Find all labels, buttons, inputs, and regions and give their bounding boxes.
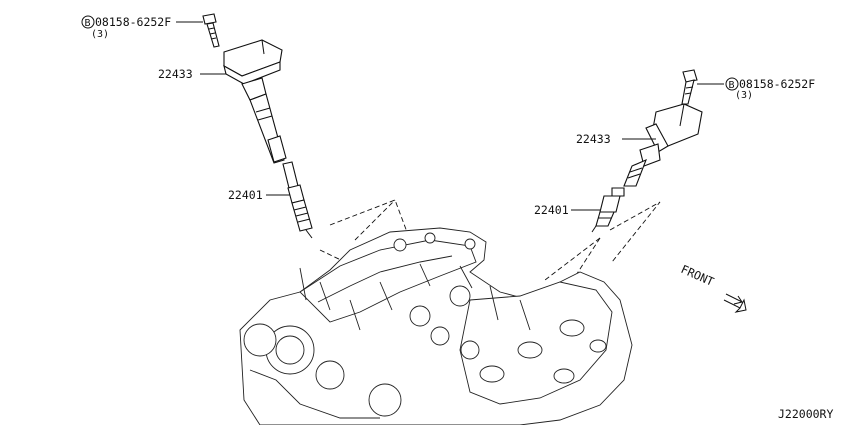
front-indicator: FRONT (679, 262, 747, 313)
plug-right-part-number[interactable]: 22401 (534, 203, 569, 217)
front-label: FRONT (679, 262, 716, 289)
circled-b-icon (81, 15, 95, 29)
callout-bolt-left[interactable]: B 08158-6252F (3) (81, 15, 171, 40)
bolt-left-prefix: B (85, 18, 91, 29)
bolt-right-quantity: (3) (735, 90, 753, 101)
plug-left-part-number[interactable]: 22401 (228, 188, 263, 202)
front-arrow-icon (725, 293, 744, 305)
bolt-right-part-number: 08158-6252F (739, 77, 815, 91)
coil-left-part-number[interactable]: 22433 (158, 67, 193, 81)
bolt-right[interactable] (681, 69, 698, 105)
coil-right-part-number[interactable]: 22433 (576, 132, 611, 146)
bolt-left-quantity: (3) (91, 29, 109, 40)
ignition-coil-left[interactable] (223, 39, 287, 164)
bolt-right-prefix: B (729, 80, 735, 91)
circled-b-icon (725, 77, 739, 91)
figure-code: J22000RY (778, 407, 833, 421)
callout-bolt-right[interactable]: B 08158-6252F (3) (725, 77, 815, 101)
spark-plug-right[interactable] (591, 187, 625, 233)
engine-cylinder-head (239, 199, 661, 425)
spark-plug-left[interactable] (282, 161, 313, 239)
bolt-left-part-number: 08158-6252F (95, 15, 171, 29)
bolt-left[interactable] (202, 13, 220, 48)
ignition-coil-right[interactable] (623, 103, 703, 187)
